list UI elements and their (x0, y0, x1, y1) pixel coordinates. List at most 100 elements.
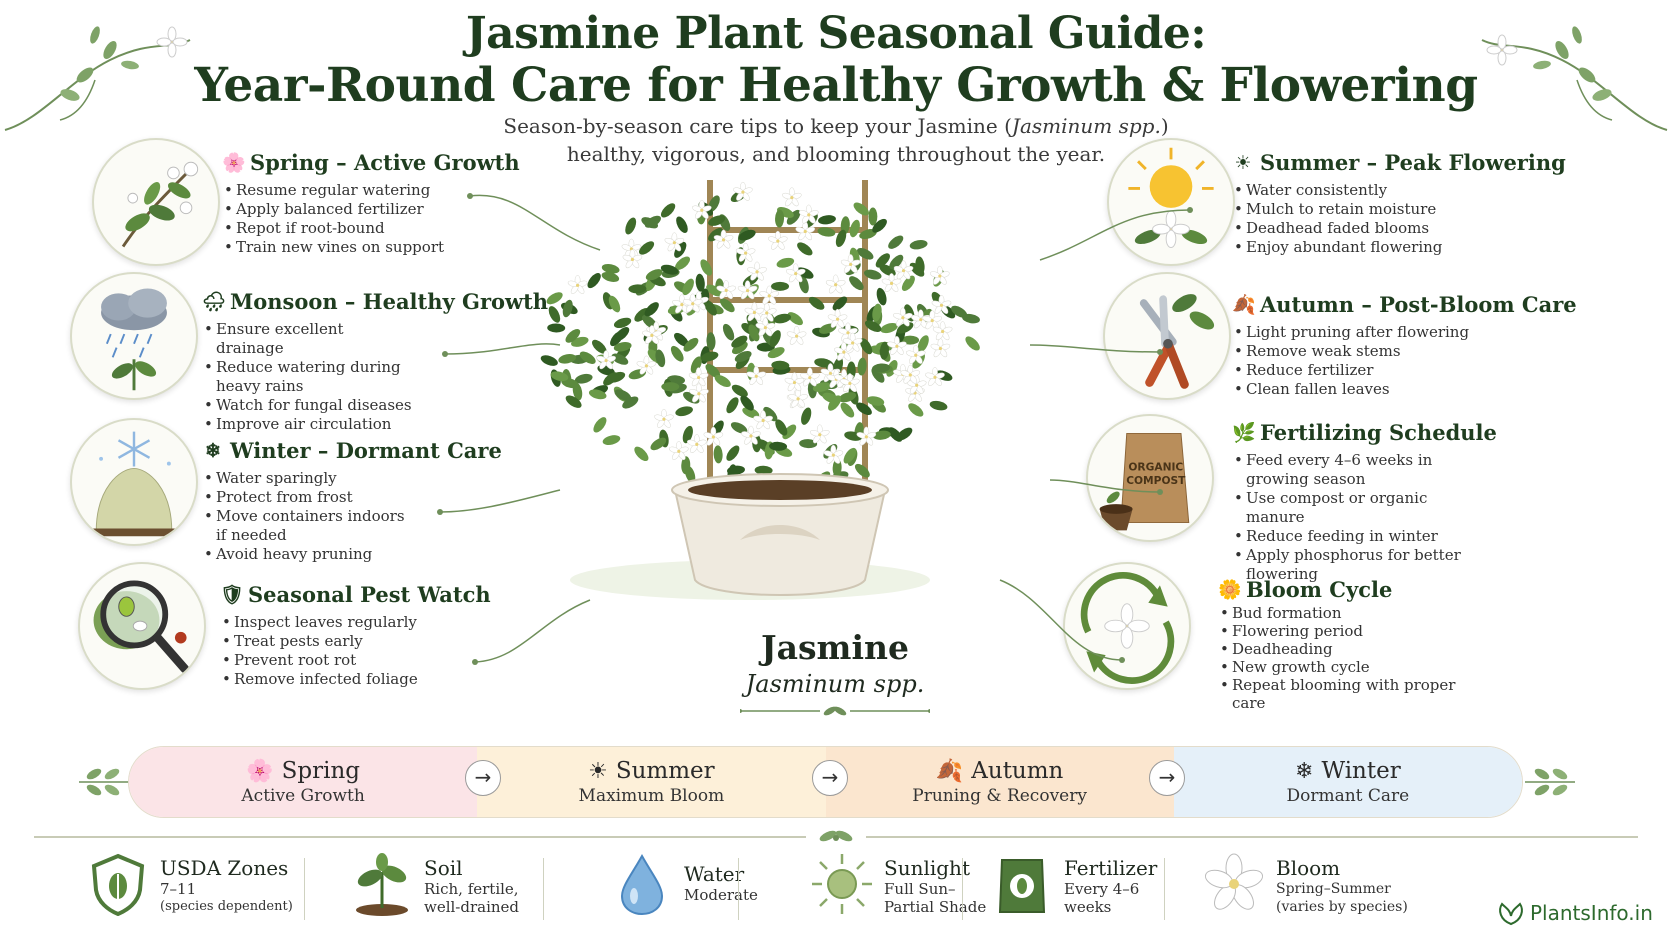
care-tips-list: Water sparinglyProtect from frostMove co… (202, 469, 502, 564)
care-tip: Ensure excellent drainage (202, 320, 412, 358)
fact-usda-zones: USDA Zones 7–11 (species dependent) (86, 852, 293, 932)
care-tip: Remove infected foliage (220, 670, 491, 689)
seedling-icon (356, 853, 408, 916)
season-name: ❄Winter (1295, 758, 1401, 784)
care-tip: Improve air circulation (202, 415, 412, 434)
care-tip: Treat pests early (220, 632, 491, 651)
care-tip: Apply phosphorus for better flowering (1232, 546, 1482, 584)
cherry-blossom-icon: 🌸 (222, 152, 246, 174)
care-tip: Repot if root-bound (222, 219, 520, 238)
care-tip: New growth cycle (1218, 658, 1468, 676)
divider-leaf-icon (806, 824, 866, 848)
bloom-cycle-illustration (1063, 562, 1191, 690)
fact-separator (1164, 858, 1165, 920)
season-subtitle: Active Growth (241, 786, 365, 806)
section-title: Fertilizing Schedule (1260, 420, 1497, 445)
sun-icon (812, 854, 872, 914)
care-tip: Feed every 4–6 weeks in growing season (1232, 451, 1482, 489)
section-heading: 🌸Spring – Active Growth (222, 150, 520, 175)
fact-separator (543, 858, 544, 920)
season-next-arrow-2[interactable]: → (812, 760, 848, 796)
summer-sun-illustration (1107, 138, 1235, 266)
care-tip: Enjoy abundant flowering (1232, 238, 1566, 257)
section-heading: 🍂Autumn – Post-Bloom Care (1232, 292, 1577, 317)
flower-icon: 🌼 (1218, 579, 1242, 601)
section-heading: ❄Winter – Dormant Care (202, 438, 502, 463)
fact-separator (738, 858, 739, 920)
care-tip: Mulch to retain moisture (1232, 200, 1566, 219)
subtitle-line1: Season-by-season care tips to keep your … (503, 114, 1169, 138)
care-tip: Reduce fertilizer (1232, 361, 1577, 380)
jasmine-flower-icon (1204, 853, 1264, 910)
spring-branch-illustration (92, 138, 220, 266)
frost-cover-illustration (70, 418, 198, 546)
fertilizing-schedule-section: 🌿Fertilizing ScheduleFeed every 4–6 week… (1232, 420, 1497, 584)
care-tips-list: Light pruning after floweringRemove weak… (1232, 323, 1577, 399)
care-tip: Protect from frost (202, 488, 412, 507)
section-heading: 🌧Monsoon – Healthy Growth (202, 289, 548, 314)
section-heading: 🛡Seasonal Pest Watch (220, 582, 491, 607)
season-subtitle: Maximum Bloom (578, 786, 725, 806)
snowflake-icon: ❄ (205, 439, 221, 462)
compost-bag-illustration: ORGANIC COMPOST (1086, 414, 1214, 542)
section-heading: ☀Summer – Peak Flowering (1232, 150, 1565, 175)
care-tips-list: Feed every 4–6 weeks in growing seasonUs… (1232, 451, 1497, 584)
season-name: 🌸Spring (246, 758, 361, 784)
care-tip: Use compost or organic manure (1232, 489, 1482, 527)
care-tips-list: Ensure excellent drainageReduce watering… (202, 320, 548, 434)
svg-text:ORGANIC: ORGANIC (1128, 460, 1183, 473)
snowflake-icon: ❄ (1295, 758, 1314, 784)
page-title-line1: Jasmine Plant Seasonal Guide: (465, 8, 1207, 59)
plant-scientific-name: Jasminum spp. (745, 670, 925, 698)
monsoon-care-section: 🌧Monsoon – Healthy GrowthEnsure excellen… (202, 289, 548, 434)
season-bar-right-sprig-icon (1525, 768, 1575, 796)
section-title: Autumn – Post-Bloom Care (1260, 292, 1577, 317)
care-tip: Inspect leaves regularly (220, 613, 491, 632)
shield-leaf-icon (91, 853, 145, 916)
season-subtitle: Pruning & Recovery (912, 786, 1087, 806)
fact-soil: Soil Rich, fertile, well-drained (350, 852, 519, 932)
care-tip: Light pruning after flowering (1232, 323, 1577, 342)
season-next-arrow-1[interactable]: → (465, 760, 501, 796)
leaf-logo-icon (1499, 902, 1523, 926)
brand-logo[interactable]: PlantsInfo.in (1496, 900, 1653, 926)
svg-text:COMPOST: COMPOST (1126, 474, 1186, 487)
care-tip: Avoid heavy pruning (202, 545, 412, 564)
leaf-divider-icon (740, 706, 930, 716)
fertilizer-bag-icon (998, 859, 1046, 913)
care-tip: Train new vines on support (222, 238, 520, 257)
season-next-arrow-3[interactable]: → (1149, 760, 1185, 796)
winter-care-section: ❄Winter – Dormant CareWater sparinglyPro… (202, 438, 502, 564)
care-tips-list: Bud formationFlowering periodDeadheading… (1218, 604, 1468, 712)
care-tip: Watch for fungal diseases (202, 396, 412, 415)
summer-care-section: ☀Summer – Peak FloweringWater consistent… (1232, 150, 1566, 257)
care-tip: Reduce feeding in winter (1232, 527, 1482, 546)
section-title: Spring – Active Growth (250, 150, 520, 175)
pest-magnifier-illustration (78, 562, 206, 690)
corner-vine-left-icon (4, 26, 191, 131)
fact-fertilizer: Fertilizer Every 4–6 weeks (990, 852, 1157, 932)
plant-name: Jasmine (760, 628, 910, 667)
fact-sunlight: Sunlight Full Sun– Partial Shade (810, 852, 986, 932)
corner-vine-right-icon (1481, 26, 1668, 131)
care-tip: Water consistently (1232, 181, 1566, 200)
subtitle-line2: healthy, vigorous, and blooming througho… (566, 142, 1106, 166)
season-name: ☀Summer (588, 758, 715, 784)
section-heading: 🌿Fertilizing Schedule (1232, 420, 1497, 445)
care-tip: Prevent root rot (220, 651, 491, 670)
rain-cloud-illustration (70, 272, 198, 400)
water-drop-icon (620, 853, 664, 916)
care-tip: Deadheading (1218, 640, 1468, 658)
sun-icon: ☀ (1234, 151, 1252, 174)
season-subtitle: Dormant Care (1286, 786, 1410, 806)
care-tip: Resume regular watering (222, 181, 520, 200)
care-tip: Clean fallen leaves (1232, 380, 1577, 399)
fact-separator (304, 858, 305, 920)
section-heading: 🌼Bloom Cycle (1218, 577, 1468, 602)
care-tip: Repeat blooming with proper care (1218, 676, 1468, 712)
